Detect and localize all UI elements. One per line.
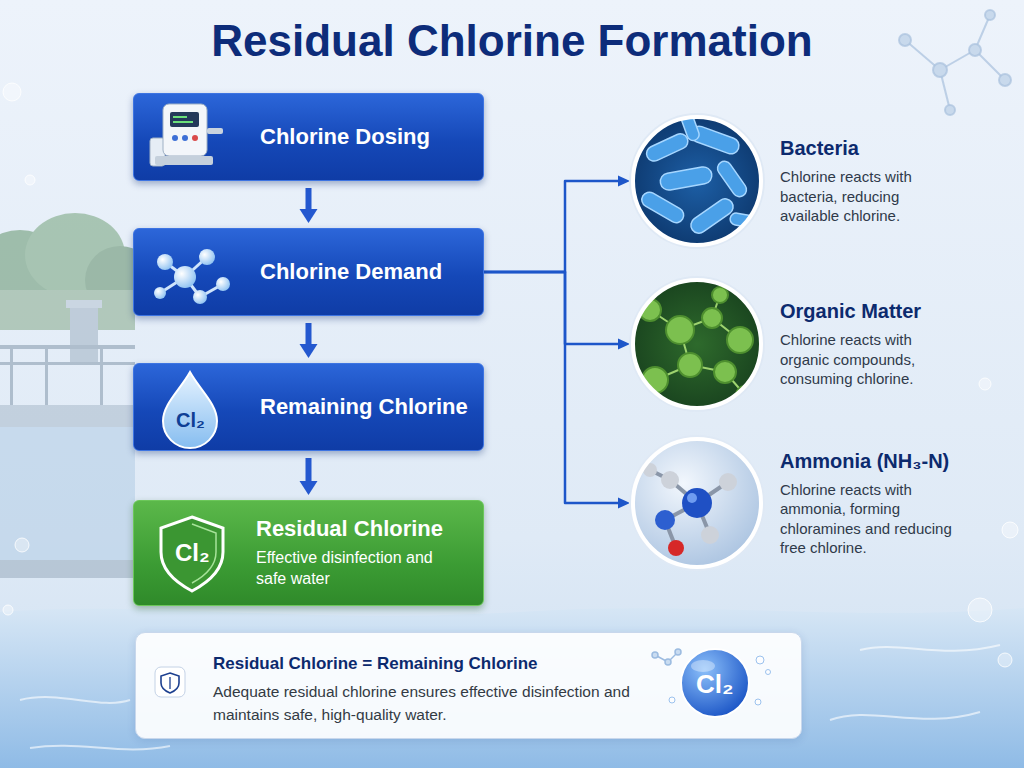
box-title: Chlorine Dosing xyxy=(260,124,467,150)
chlorine-bubble-icon xyxy=(652,649,771,717)
box-title: Chlorine Demand xyxy=(260,259,467,285)
arrow-head xyxy=(618,339,630,350)
molecule-icon xyxy=(154,249,230,304)
icon-label: Cl₂ xyxy=(696,671,734,697)
connector-arrow xyxy=(484,272,630,350)
box-title: Remaining Chlorine xyxy=(260,394,467,420)
treatment-plant-scene xyxy=(0,213,155,578)
bacteria-illustration xyxy=(629,110,765,249)
connector-line xyxy=(484,272,622,344)
factor-heading: Ammonia (NH₃-N) xyxy=(780,449,1006,473)
arrow-head xyxy=(300,344,318,358)
title: Residual Chlorine Formation xyxy=(0,16,1024,67)
factor-item: BacteriaChlorine reacts with bacteria, r… xyxy=(632,116,1012,246)
process-box: Chlorine Dosing xyxy=(133,93,484,181)
process-box: Chlorine Demand xyxy=(133,228,484,316)
decor-molecule xyxy=(899,10,1011,115)
factor-item: Ammonia (NH₃-N) Chlorine reacts with ammo… xyxy=(632,438,1012,568)
factor-heading: Organic Matter xyxy=(780,299,1006,323)
connector-arrow xyxy=(300,323,318,358)
factor-text: Chlorine reacts with ammonia, forming ch… xyxy=(780,480,958,558)
arrow-head xyxy=(618,498,630,509)
water-drop-icon xyxy=(163,372,217,448)
connector-arrow xyxy=(300,458,318,495)
factor-text: Chlorine reacts with organic compounds, … xyxy=(780,330,958,389)
summary-shield-icon xyxy=(155,667,185,697)
arrow-head xyxy=(300,209,318,223)
ammonia-illustration xyxy=(629,435,765,571)
box-title: Residual Chlorine xyxy=(256,516,467,542)
process-box: Remaining Chlorine xyxy=(133,363,484,451)
connector-line xyxy=(484,181,622,272)
connector-line xyxy=(484,272,622,503)
water-bubbles xyxy=(3,83,1018,667)
water-surface xyxy=(0,608,1024,768)
dosing-pump-icon xyxy=(150,104,223,166)
summary-text: Adequate residual chlorine ensures effec… xyxy=(213,681,668,726)
organic-matter-illustration xyxy=(629,276,765,412)
shield-icon xyxy=(161,517,223,591)
factor-heading: Bacteria xyxy=(780,136,1006,160)
summary-heading: Residual Chlorine = Remaining Chlorine xyxy=(213,654,781,674)
icon-label: Cl₂ xyxy=(175,541,210,565)
factor-text: Chlorine reacts with bacteria, reducing … xyxy=(780,167,958,226)
connector-arrow xyxy=(300,188,318,223)
box-subtitle: Effective disinfection and safe water xyxy=(256,547,446,590)
connector-arrow xyxy=(484,176,630,273)
connector-arrow xyxy=(484,272,630,509)
factor-item: Organic MatterChlorine reacts with organ… xyxy=(632,279,1012,409)
arrow-head xyxy=(618,176,630,187)
arrow-head xyxy=(300,481,318,495)
icon-label: Cl₂ xyxy=(176,410,205,430)
